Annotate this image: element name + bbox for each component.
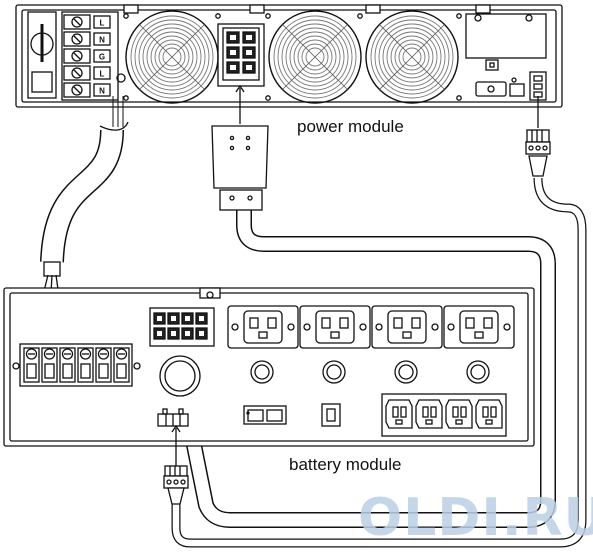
- terminal-screw: [25, 348, 38, 360]
- terminal-screw: [71, 33, 83, 45]
- iec-c19-outlet: [371, 305, 443, 349]
- iec-c13-outlets: [381, 393, 507, 437]
- terminal-letter: L: [100, 19, 105, 28]
- breaker: [466, 360, 490, 384]
- terminal-clamp: [63, 31, 91, 47]
- battery-signal-socket: [157, 408, 189, 427]
- terminal-letter: G: [99, 53, 105, 62]
- fan-grille: [268, 10, 362, 104]
- iec-c13-outlet: [475, 399, 503, 429]
- terminal-screw: [43, 348, 56, 360]
- power-module-panel: [465, 13, 547, 101]
- power-module-label: power module: [297, 117, 404, 136]
- output-terminal-block: [12, 343, 141, 387]
- fan-grille: [365, 10, 459, 104]
- fan-grilles: [123, 10, 462, 104]
- iec-c19-outlet: [443, 305, 515, 349]
- terminal-clamp: [77, 347, 94, 383]
- terminal-screw: [71, 67, 83, 79]
- signal-connector-top: [525, 129, 551, 177]
- power-connector-plug: [211, 84, 269, 211]
- terminal-screw: [71, 50, 83, 62]
- terminal-clamp: [95, 347, 112, 383]
- terminal-screw: [97, 348, 110, 360]
- battery-dc-socket: [149, 307, 215, 347]
- iec-c13-outlet: [385, 399, 413, 429]
- terminal-clamp: [59, 347, 76, 383]
- terminal-letter-box: [93, 15, 111, 29]
- terminal-screw: [71, 16, 83, 28]
- terminal-clamp: [63, 48, 91, 64]
- terminal-block-body: [19, 343, 133, 387]
- signal-connector-bottom: [163, 424, 189, 505]
- watermark: OLDI.RU: [358, 488, 593, 548]
- input-breaker: [27, 11, 57, 99]
- terminal-letter: L: [100, 70, 105, 79]
- terminal-letter: N: [99, 87, 105, 96]
- battery-module-unit: [3, 287, 535, 447]
- network-ports: [243, 405, 287, 425]
- power-cable: [174, 210, 556, 528]
- fan-grille: [125, 10, 219, 104]
- breaker: [322, 360, 346, 384]
- terminal-screw: [61, 348, 74, 360]
- iec-c19-outlet: [227, 305, 299, 349]
- terminal-letter-box: [93, 83, 111, 97]
- terminal-clamp: [63, 82, 91, 98]
- breaker: [250, 360, 274, 384]
- iec-c13-outlet: [415, 399, 443, 429]
- terminal-screw: [115, 348, 128, 360]
- terminal-clamp: [113, 347, 130, 383]
- iec-c19-outlets: [227, 305, 515, 349]
- power-output-socket: [217, 23, 265, 87]
- terminal-clamp: [41, 347, 58, 383]
- iec-c19-outlet: [299, 305, 371, 349]
- outlet-breakers: [250, 360, 490, 384]
- terminal-letter-box: [93, 32, 111, 46]
- terminal-screw: [79, 348, 92, 360]
- terminal-clamp: [23, 347, 40, 383]
- terminal-screw: [71, 84, 83, 96]
- terminal-letter: N: [99, 36, 105, 45]
- terminal-clamp: [63, 14, 91, 30]
- terminal-letter-box: [93, 49, 111, 63]
- breaker: [394, 360, 418, 384]
- dip-switch: [321, 403, 341, 427]
- battery-module-label: battery module: [289, 455, 402, 474]
- terminal-clamp: [63, 65, 91, 81]
- signal-cable: [171, 96, 587, 548]
- iec-c13-outlet: [445, 399, 473, 429]
- terminal-letter-box: [93, 66, 111, 80]
